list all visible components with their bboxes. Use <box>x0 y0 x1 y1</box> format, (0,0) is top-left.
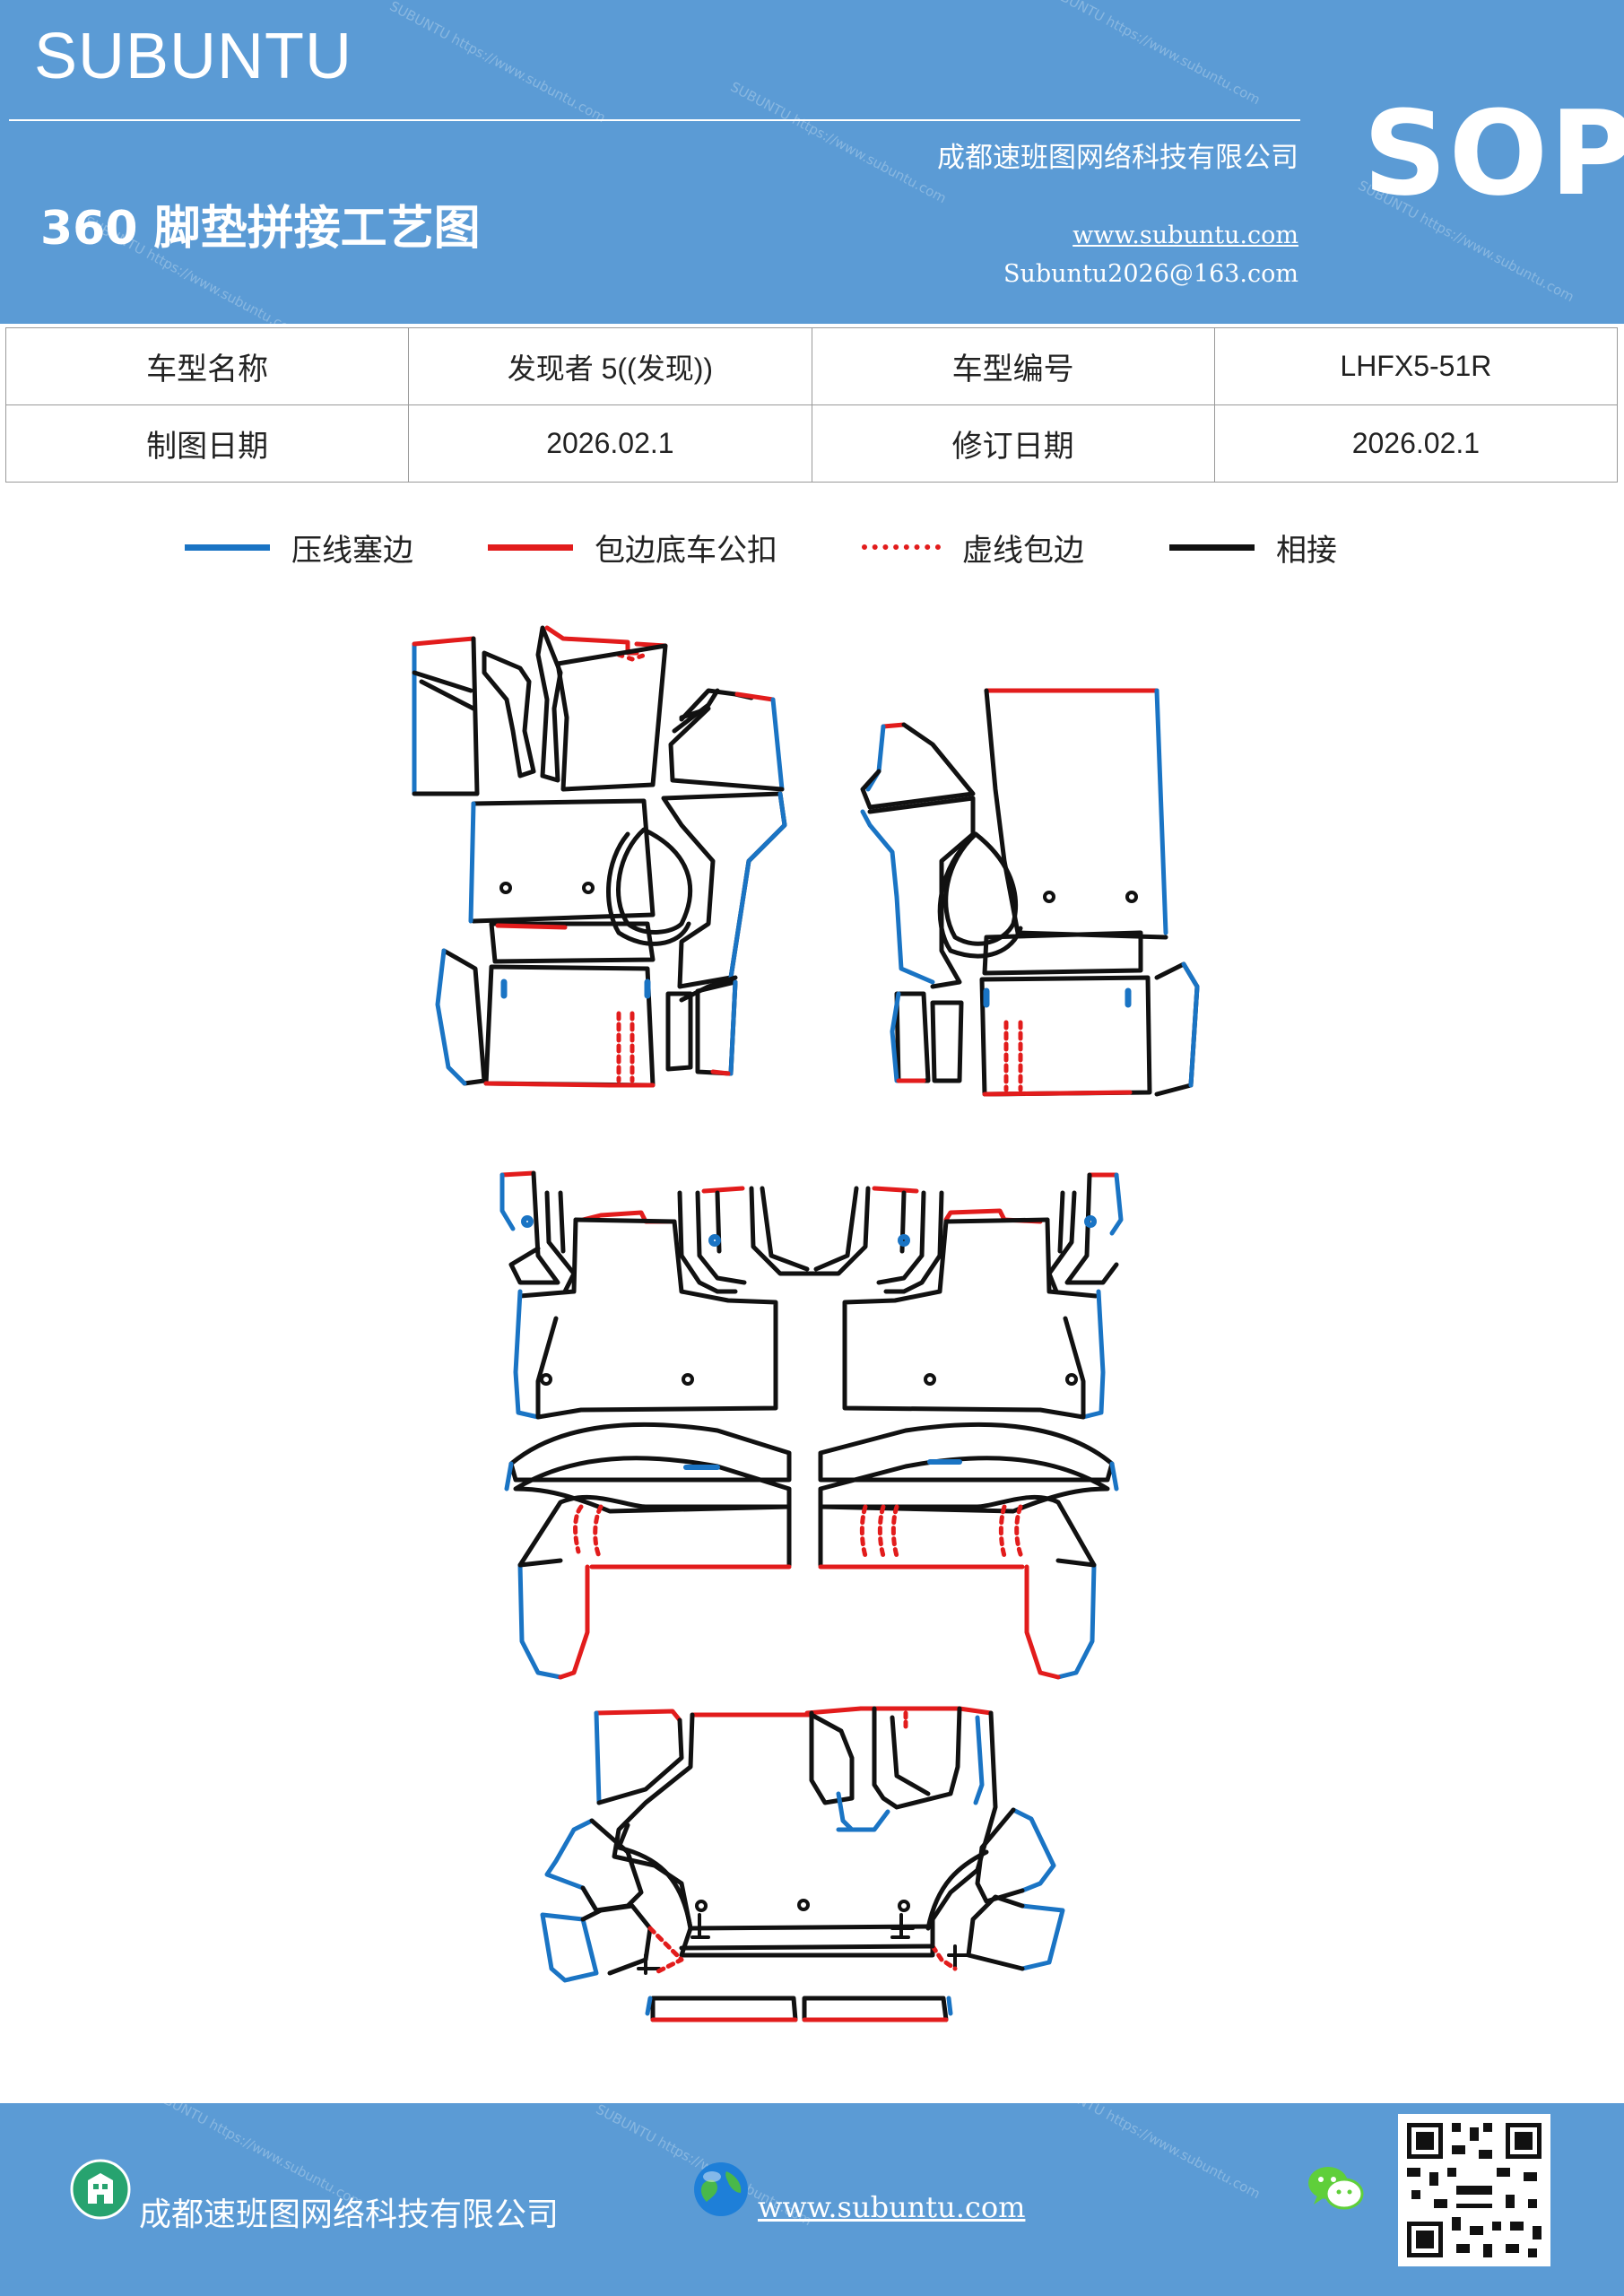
model-code-value: LHFX5-51R <box>1213 327 1619 405</box>
legend-swatch <box>1169 544 1255 551</box>
third-row-mat <box>540 1706 1065 2022</box>
legend-dotted-binding: 虚线包边 <box>862 525 1084 570</box>
footer-company-name: 成都速班图网络科技有限公司 <box>139 2196 560 2233</box>
legend-swatch <box>185 544 270 551</box>
header-banner: SUBUNTU https://www.subuntu.com SUBUNTU … <box>0 0 1624 324</box>
draw-date-value: 2026.02.1 <box>408 404 812 483</box>
revise-date-value: 2026.02.1 <box>1213 404 1619 483</box>
table-row: 车型名称 发现者 5((发现)) 车型编号 LHFX5-51R <box>4 327 1619 405</box>
model-name-label: 车型名称 <box>4 327 410 405</box>
brand-name: SUBUNTU <box>34 21 353 92</box>
legend-edge-binding: 包边底车公扣 <box>488 525 777 570</box>
second-row-right-mat <box>809 1172 1124 1680</box>
front-right-mat <box>860 688 1200 1097</box>
watermark: SUBUNTU https://www.subuntu.com <box>1041 0 1264 109</box>
wechat-icon <box>1308 2167 1364 2210</box>
draw-date-label: 制图日期 <box>4 404 410 483</box>
watermark: SUBUNTU https://www.subuntu.com <box>386 0 609 126</box>
vehicle-info-table: 车型名称 发现者 5((发现)) 车型编号 LHFX5-51R 制图日期 202… <box>4 327 1619 483</box>
footer-banner: SUBUNTU https://www.subuntu.com SUBUNTU … <box>0 2103 1624 2296</box>
second-row-left-mat <box>499 1170 814 1680</box>
website-link[interactable]: www.subuntu.com <box>1073 222 1298 249</box>
legend-press-line: 压线塞边 <box>185 525 413 570</box>
footer-website-link[interactable]: www.subuntu.com <box>758 2190 1026 2224</box>
header-divider <box>9 119 1300 121</box>
legend-joint: 相接 <box>1169 525 1337 570</box>
legend-label: 包边底车公扣 <box>595 532 777 569</box>
legend-label: 压线塞边 <box>291 532 413 569</box>
company-name: 成都速班图网络科技有限公司 <box>937 142 1298 174</box>
revise-date-label: 修订日期 <box>811 404 1215 483</box>
front-left-mat <box>412 625 787 1088</box>
legend-label: 相接 <box>1276 532 1337 569</box>
email-address: Subuntu2026@163.com <box>1003 260 1298 288</box>
model-code-label: 车型编号 <box>811 327 1215 405</box>
legend-swatch <box>862 544 941 550</box>
page-title: 360 脚垫拼接工艺图 <box>40 202 481 256</box>
globe-icon <box>694 2162 748 2216</box>
floor-mat-diagram <box>412 625 1200 2022</box>
table-row: 制图日期 2026.02.1 修订日期 2026.02.1 <box>4 404 1619 483</box>
model-name-value: 发现者 5((发现)) <box>408 327 812 405</box>
legend-label: 虚线包边 <box>962 532 1084 569</box>
watermark: SUBUNTU https://www.subuntu.com <box>1041 2103 1264 2203</box>
sop-badge: SOP <box>1363 85 1624 222</box>
watermark: SUBUNTU https://www.subuntu.com <box>727 78 950 207</box>
qr-code <box>1398 2114 1550 2266</box>
legend-swatch <box>488 544 573 551</box>
building-icon <box>70 2159 131 2220</box>
